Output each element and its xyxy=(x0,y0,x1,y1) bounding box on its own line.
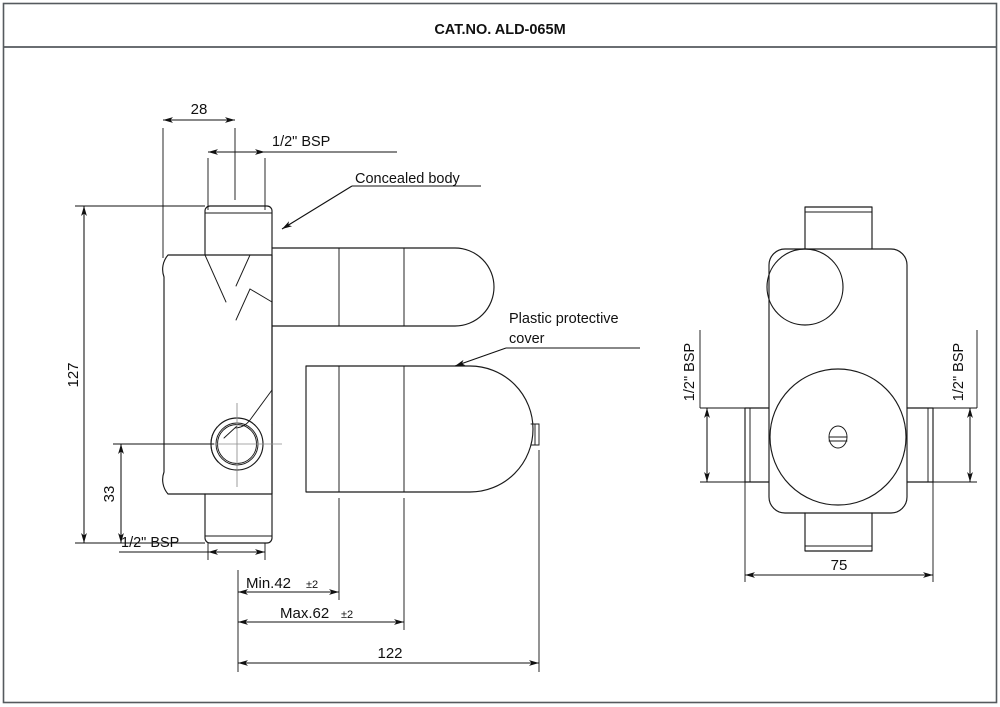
side-view-upper-circle xyxy=(766,248,844,326)
dim-min-tolerance: ±2 xyxy=(306,579,318,591)
dim-bottom-thread: 1/2" BSP xyxy=(121,535,179,551)
dim-height-total: 127 xyxy=(65,362,82,387)
side-view-left-port xyxy=(744,407,770,483)
front-view-dimensions: 28 1/2" BSP 127 33 1/2" BSP xyxy=(65,101,540,672)
dim-max-tolerance: ±2 xyxy=(341,609,353,621)
side-view xyxy=(744,206,934,552)
dim-height-lower: 33 xyxy=(101,486,118,503)
dim-min: Min.42 xyxy=(246,575,291,592)
side-dim-width: 75 xyxy=(831,557,848,574)
callout-plastic-cover: Plastic protective cover xyxy=(454,311,640,367)
side-view-bottom-port xyxy=(804,512,873,552)
side-view-lower-circle xyxy=(769,368,907,506)
side-view-right-port xyxy=(906,407,934,483)
side-view-top-port xyxy=(804,206,873,250)
dim-top-thread: 1/2" BSP xyxy=(272,134,330,150)
side-dim-thread-left: 1/2" BSP xyxy=(682,343,698,401)
plastic-protective-cover xyxy=(271,247,540,493)
dim-max: Max.62 xyxy=(280,605,329,622)
screw-slot-icon xyxy=(828,425,848,449)
sheet-title: CAT.NO. ALD-065M xyxy=(434,22,565,38)
front-view xyxy=(162,205,540,544)
callout-concealed-body: Concealed body xyxy=(281,171,481,230)
side-view-dimensions: 1/2" BSP 1/2" BSP 75 xyxy=(682,330,978,582)
boss-centerlines xyxy=(196,403,282,487)
dim-top-width: 28 xyxy=(191,101,208,118)
side-view-body xyxy=(768,248,908,514)
concealed-body-outline xyxy=(162,205,273,544)
side-dim-thread-right: 1/2" BSP xyxy=(951,343,967,401)
callout-concealed-body-label: Concealed body xyxy=(355,171,461,187)
dim-length-total: 122 xyxy=(377,645,402,662)
callout-plastic-cover-label-line1: Plastic protective xyxy=(509,311,619,327)
callout-plastic-cover-label-line2: cover xyxy=(509,331,545,347)
